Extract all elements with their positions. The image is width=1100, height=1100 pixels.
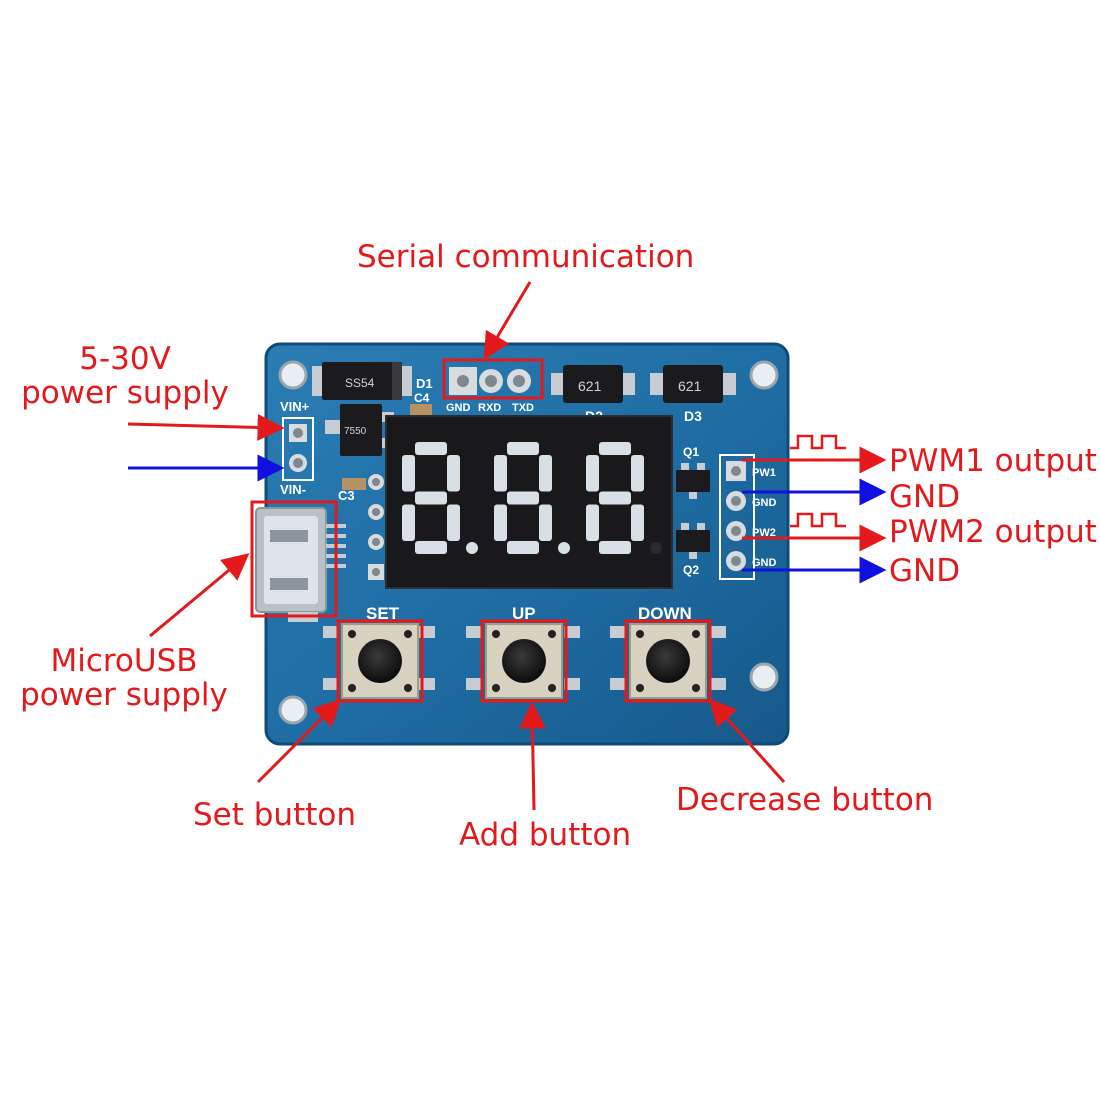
decimal-point-3 <box>650 542 662 554</box>
mounting-hole-icon <box>278 360 779 725</box>
up-button[interactable] <box>466 623 580 699</box>
vin-plus-arrow <box>127 413 285 441</box>
segment-3-f <box>586 455 599 492</box>
segment-3-d <box>599 541 631 554</box>
diode-d3: 621 D3 <box>650 365 736 424</box>
segment-1-e <box>402 504 415 541</box>
seven-segment-display <box>385 415 673 589</box>
svg-text:VIN-: VIN- <box>280 482 306 497</box>
diode-d1: SS54 D1 <box>312 362 433 400</box>
set-arrow <box>256 698 342 784</box>
down-button[interactable] <box>610 623 726 699</box>
svg-text:C3: C3 <box>338 488 355 503</box>
decimal-point-2 <box>558 542 570 554</box>
microusb-callout: MicroUSB power supply <box>14 644 234 712</box>
segment-2-g <box>507 491 539 505</box>
power-supply-line1: 5-30V <box>79 341 171 377</box>
segment-1-g <box>415 491 447 505</box>
segment-2-c <box>539 504 552 541</box>
up-highlight <box>480 619 568 703</box>
label-down: DOWN <box>638 604 692 623</box>
transistor-q1: Q1 <box>676 445 710 499</box>
header-pin-rxd: RXD <box>478 402 501 414</box>
svg-text:Q2: Q2 <box>683 563 699 577</box>
segment-1-f <box>402 455 415 492</box>
pin-label-gnd1: GND <box>752 497 777 509</box>
segment-2-b <box>539 455 552 492</box>
svg-text:VIN+: VIN+ <box>280 399 310 414</box>
vin-terminal: VIN+ VIN- C3 <box>280 399 366 503</box>
segment-1-b <box>447 455 460 492</box>
serial-callout: Serial communication <box>357 239 695 275</box>
segment-1-a <box>415 442 447 455</box>
display-digits <box>402 442 662 554</box>
pwm-waveform-icon <box>790 434 846 528</box>
gnd2-callout: GND <box>889 553 961 589</box>
header-pin-gnd: GND <box>446 402 471 414</box>
svg-text:621: 621 <box>578 378 602 394</box>
gnd1-callout: GND <box>889 479 961 515</box>
segment-2-f <box>494 455 507 492</box>
segment-2-d <box>507 541 539 554</box>
segment-1-d <box>415 541 447 554</box>
add-button-callout: Add button <box>459 817 632 853</box>
pin-label-pw2: PW2 <box>752 527 776 539</box>
pin-label-pw1: PW1 <box>752 467 776 479</box>
usb-arrow <box>149 553 250 638</box>
svg-text:C4: C4 <box>414 391 430 405</box>
power-supply-line2: power supply <box>21 375 229 411</box>
highlight-boxes <box>250 358 712 703</box>
segment-3-e <box>586 504 599 541</box>
down-arrow <box>708 698 786 784</box>
pwm2-callout: PWM2 output <box>889 514 1097 550</box>
svg-text:621: 621 <box>678 378 702 394</box>
microusb-line1: MicroUSB <box>50 643 198 679</box>
label-set: SET <box>366 604 400 623</box>
callout-arrows <box>127 281 887 811</box>
up-arrow <box>518 701 546 811</box>
segment-1-c <box>447 504 460 541</box>
segment-2-a <box>507 442 539 455</box>
svg-text:Q1: Q1 <box>683 445 699 459</box>
microusb-line2: power supply <box>20 677 228 713</box>
set-button-callout: Set button <box>193 797 357 833</box>
segment-3-g <box>599 491 631 505</box>
power-supply-callout: 5-30V power supply <box>20 342 230 410</box>
serial-arrow <box>483 281 532 360</box>
svg-text:D3: D3 <box>684 408 702 424</box>
serial-header: GND RXD TXD <box>446 367 534 414</box>
pwm1-callout: PWM1 output <box>889 443 1097 479</box>
svg-text:D1: D1 <box>416 376 433 391</box>
label-up: UP <box>512 604 536 623</box>
decimal-point-1 <box>466 542 478 554</box>
capacitor-c4: C4 <box>410 391 432 416</box>
segment-3-a <box>599 442 631 455</box>
microusb-port <box>255 507 346 622</box>
usb-highlight <box>250 500 338 618</box>
display-pads <box>368 474 384 580</box>
diode-d2: 621 D2 <box>551 365 635 424</box>
serial-highlight <box>442 358 544 400</box>
decrease-button-callout: Decrease button <box>676 782 934 818</box>
transistor-q2: Q2 <box>676 523 710 577</box>
segment-3-b <box>631 455 644 492</box>
pin-label-gnd2: GND <box>752 557 777 569</box>
svg-text:7550: 7550 <box>344 426 367 437</box>
svg-text:SS54: SS54 <box>345 376 375 390</box>
segment-3-c <box>631 504 644 541</box>
set-highlight <box>336 619 424 703</box>
output-header: PW1 GND PW2 GND <box>719 454 777 580</box>
header-pin-txd: TXD <box>512 402 534 414</box>
down-highlight <box>624 619 712 703</box>
segment-2-e <box>494 504 507 541</box>
